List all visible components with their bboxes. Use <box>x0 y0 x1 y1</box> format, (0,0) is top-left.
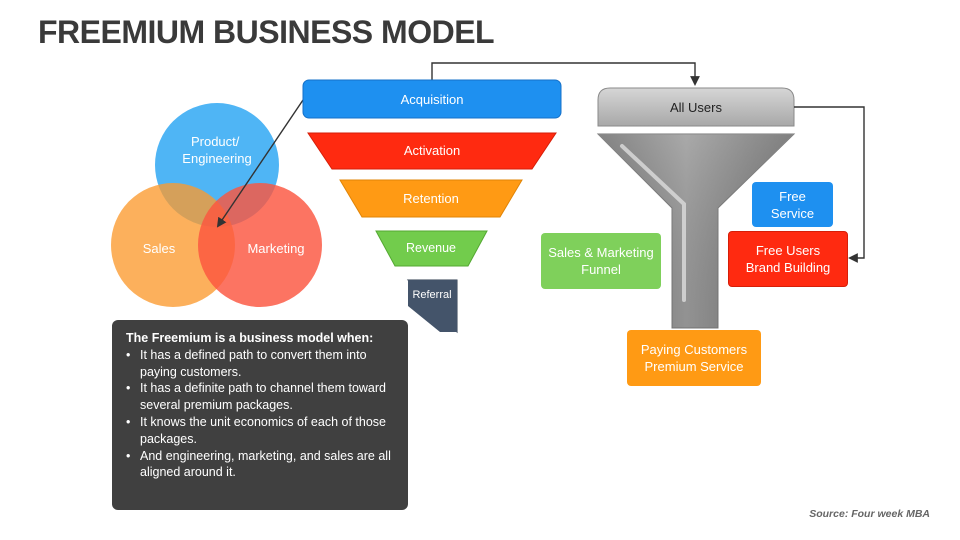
stage-retention <box>339 179 523 218</box>
free-users-box: Free Users Brand Building <box>728 231 848 287</box>
venn-diagram: Product/ Engineering Sales Marketing <box>111 103 322 307</box>
funnel-highlight <box>620 144 686 302</box>
note-bullet: It knows the unit economics of each of t… <box>126 414 396 448</box>
stage-retention-label: Retention <box>403 191 459 206</box>
note-heading: The Freemium is a business model when: <box>126 331 374 345</box>
stage-acquisition-label: Acquisition <box>401 92 464 107</box>
paying-customers-label: Paying Customers Premium Service <box>640 342 748 374</box>
acquisition-connector <box>216 99 304 228</box>
note-bullet: It has a definite path to channel them t… <box>126 380 396 414</box>
users-funnel: All Users <box>596 87 796 329</box>
venn-circle-marketing <box>198 183 322 307</box>
paying-customers-box: Paying Customers Premium Service <box>627 330 761 386</box>
sales-marketing-funnel-label: Sales & Marketing Funnel <box>548 245 654 277</box>
page-title: FREEMIUM BUSINESS MODEL <box>38 14 495 50</box>
sales-marketing-funnel-box: Sales & Marketing Funnel <box>541 233 661 289</box>
all-users-label: All Users <box>670 100 723 115</box>
stage-referral-body <box>408 280 457 332</box>
venn-label-sales: Sales <box>143 241 176 256</box>
free-service-box: Free Service <box>752 182 833 227</box>
venn-circle-sales <box>111 183 235 307</box>
stage-referral-label: Referral <box>412 289 451 301</box>
funnel-body-shade <box>598 134 794 328</box>
note-bullet: It has a defined path to convert them in… <box>126 347 396 381</box>
venn-label-product-line1: Product/ <box>191 134 240 149</box>
all-users-cap <box>597 87 795 127</box>
users-feedback-arrow <box>794 106 865 263</box>
stage-activation <box>307 132 557 170</box>
conversion-funnel: Acquisition Activation Retention Revenue… <box>302 79 562 334</box>
venn-label-marketing: Marketing <box>247 241 304 256</box>
note-bullet: And engineering, marketing, and sales ar… <box>126 448 396 482</box>
note-list: It has a defined path to convert them in… <box>126 347 396 481</box>
free-users-label: Free Users Brand Building <box>745 243 831 275</box>
stage-acquisition <box>302 79 562 119</box>
acquisition-to-users-arrow <box>431 62 700 86</box>
free-service-label: Free Service <box>770 188 815 221</box>
stage-revenue <box>375 230 488 267</box>
definition-note: The Freemium is a business model when: I… <box>112 320 408 510</box>
venn-label-product-line2: Engineering <box>182 151 251 166</box>
venn-label-product: Product/ Engineering <box>182 134 251 166</box>
stage-activation-label: Activation <box>404 143 460 158</box>
stage-revenue-label: Revenue <box>406 241 456 255</box>
source-credit: Source: Four week MBA <box>809 508 930 520</box>
